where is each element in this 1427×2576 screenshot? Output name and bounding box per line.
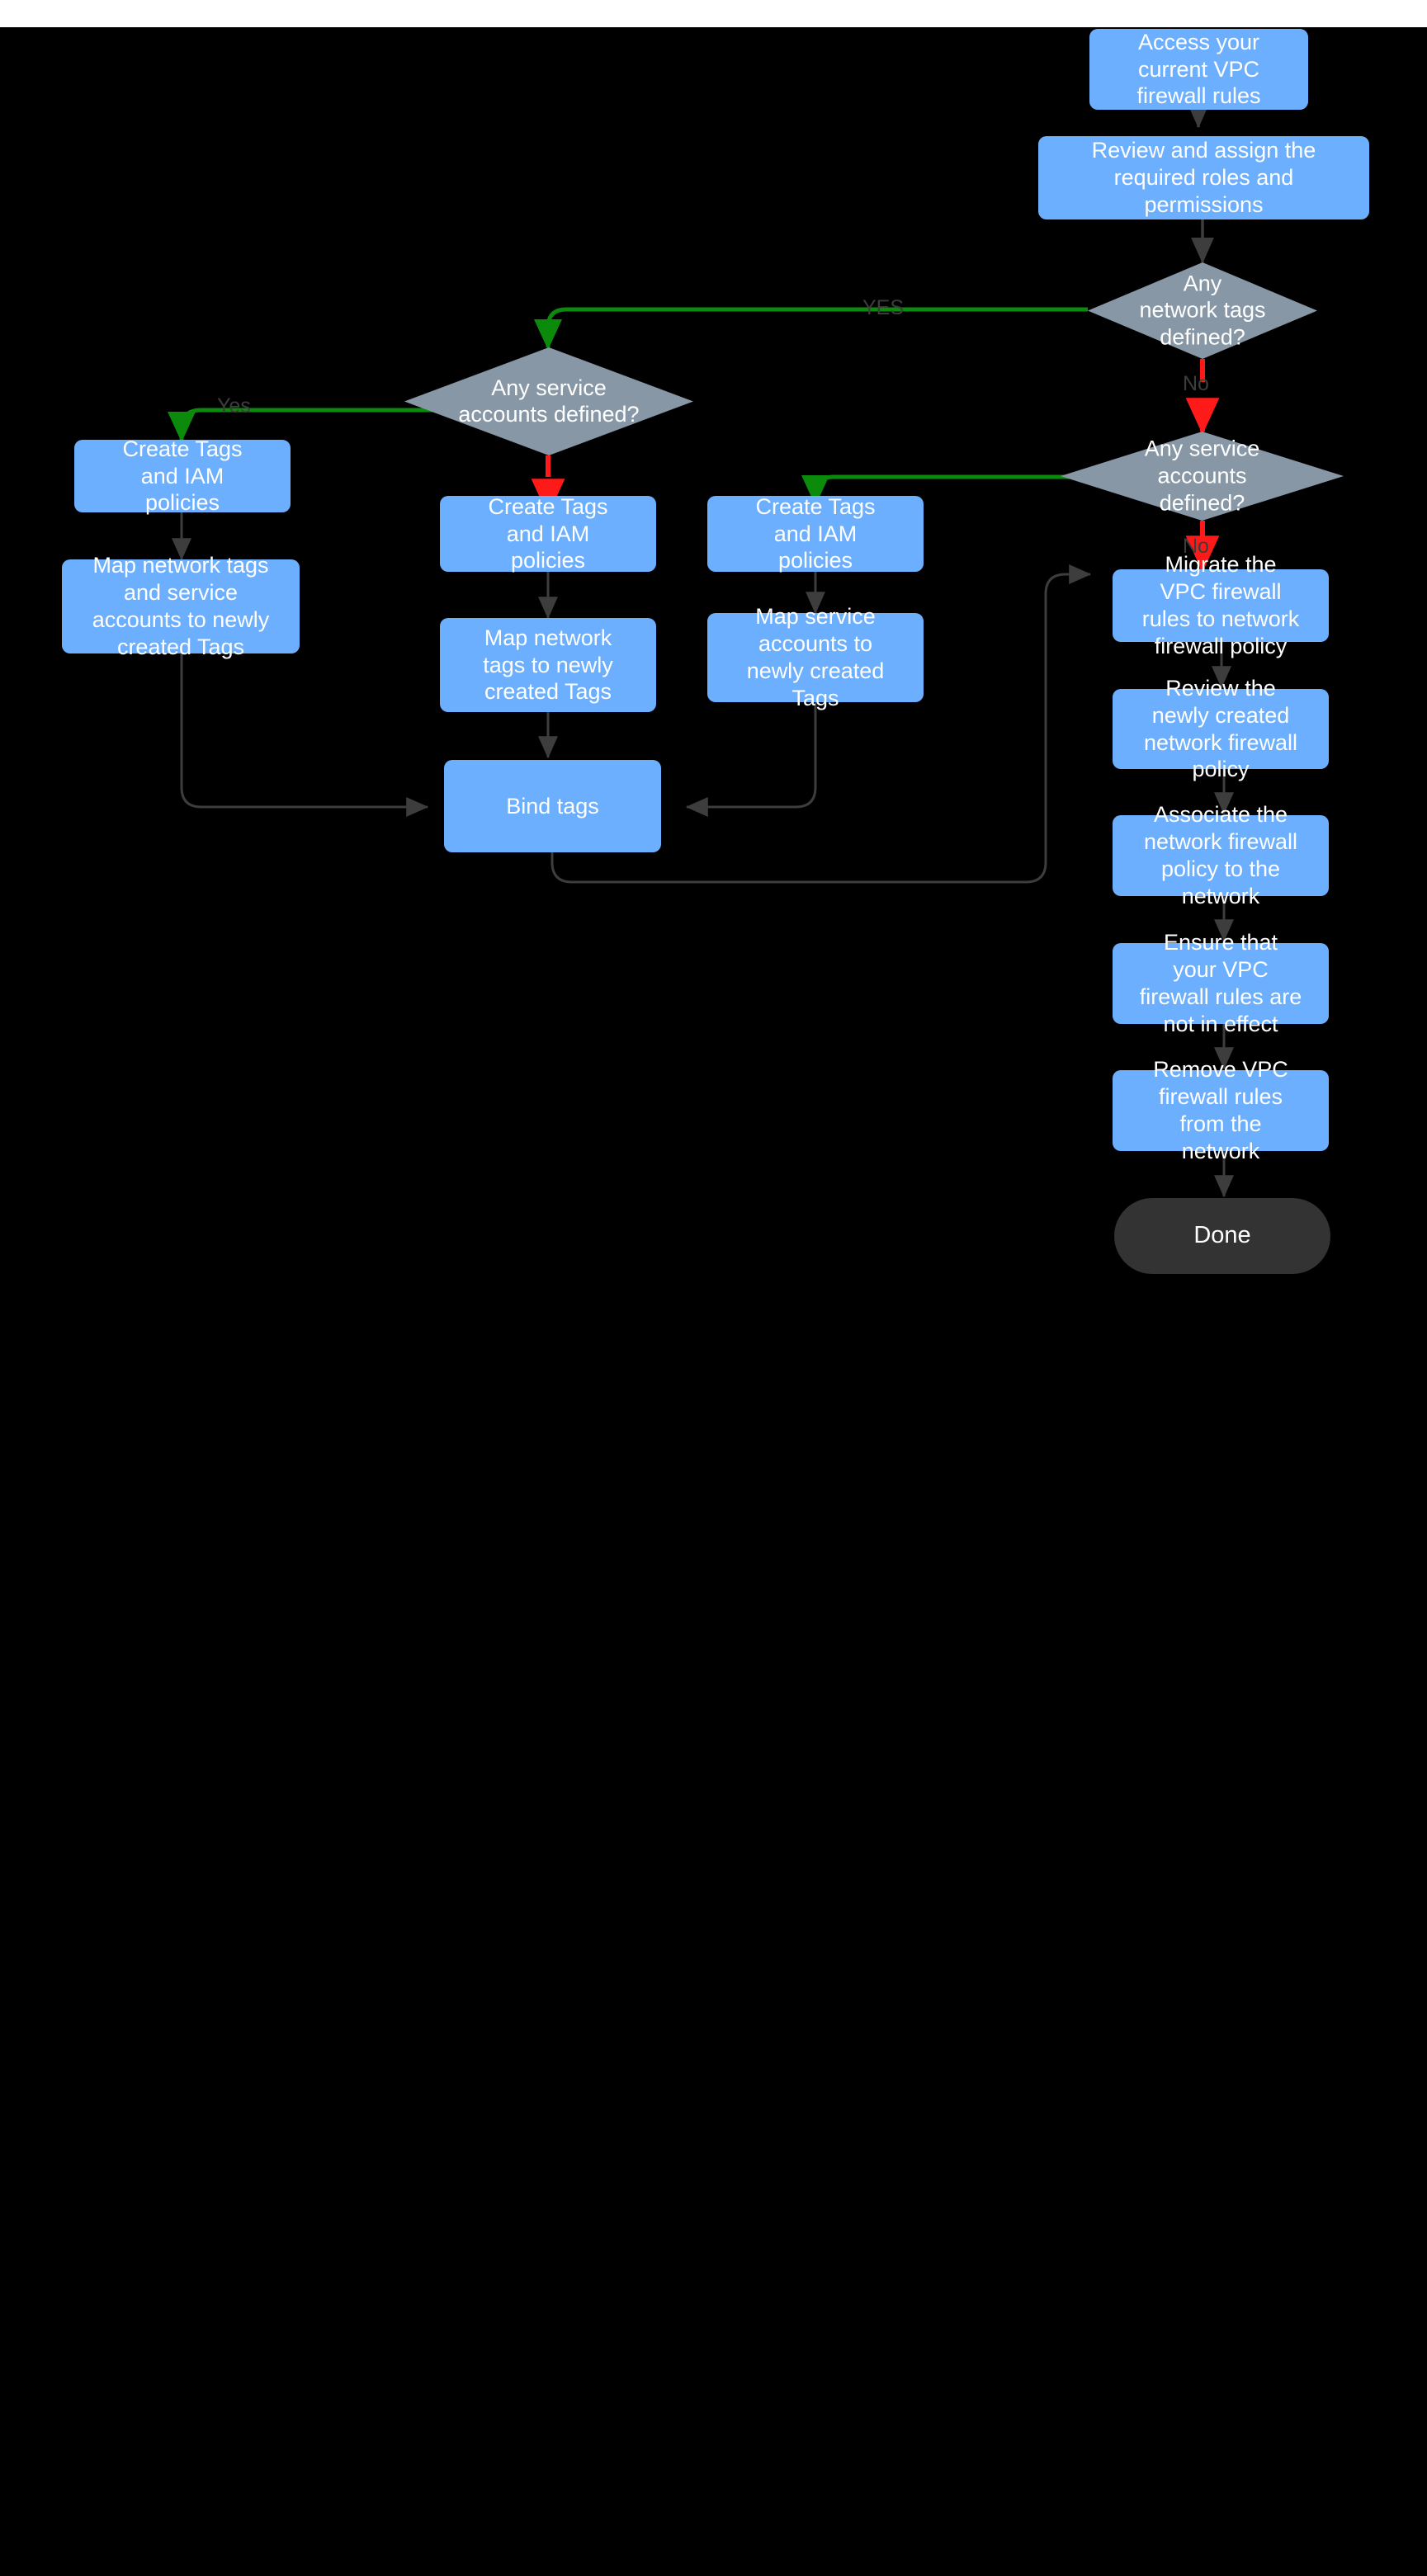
edge-label-no-service-accounts-right: No	[1183, 535, 1209, 558]
node-any-service-accounts-defined-right[interactable]: Any service accounts defined?	[1061, 432, 1344, 521]
edge-bindtags-to-migrate	[550, 564, 1092, 884]
node-map-service-accounts-to-new-tags[interactable]: Map service accounts to newly created Ta…	[707, 604, 924, 710]
node-migrate-vpc-rules-to-policy[interactable]: Migrate the VPC firewall rules to networ…	[1113, 552, 1329, 658]
node-map-network-tags-to-new-tags[interactable]: Map network tags to newly created Tags	[440, 618, 656, 712]
node-label: Any service accounts defined?	[1144, 436, 1260, 516]
edge-label-no-network-tags: No	[1183, 372, 1209, 395]
edge-serviceaccounts2-yes-to-createtags-right	[801, 474, 1078, 506]
node-done[interactable]: Done	[1114, 1198, 1330, 1274]
edge-networktags-yes-to-serviceaccounts	[534, 307, 1088, 350]
edge-mapserviceaccounts-to-bindtags	[685, 702, 817, 817]
node-remove-vpc-rules-from-network[interactable]: Remove VPC firewall rules from the netwo…	[1113, 1057, 1329, 1163]
node-associate-policy-to-network[interactable]: Associate the network firewall policy to…	[1113, 802, 1329, 908]
edge-label-yes-service-accounts-left: Yes	[217, 394, 251, 418]
node-review-new-network-firewall-policy[interactable]: Review the newly created network firewal…	[1113, 676, 1329, 781]
node-ensure-vpc-rules-not-in-effect[interactable]: Ensure that your VPC firewall rules are …	[1113, 930, 1329, 1036]
edge-layer	[168, 101, 1427, 1198]
node-create-tags-iam-policies-right[interactable]: Create Tags and IAM policies	[707, 494, 924, 573]
node-create-tags-iam-policies-left[interactable]: Create Tags and IAM policies	[74, 436, 291, 515]
node-any-network-tags-defined[interactable]: Any network tags defined?	[1088, 262, 1317, 359]
node-access-vpc-firewall-rules[interactable]: Access your current VPC firewall rules	[1089, 29, 1308, 110]
edge-label-yes-network-tags: YES	[862, 296, 905, 319]
flowchart-board: Access your current VPC firewall rules R…	[0, 27, 1427, 2576]
node-create-tags-iam-policies-middle[interactable]: Create Tags and IAM policies	[440, 494, 656, 573]
node-review-assign-roles[interactable]: Review and assign the required roles and…	[1038, 136, 1369, 219]
node-any-service-accounts-defined-left[interactable]: Any service accounts defined?	[404, 347, 693, 455]
edge-map-both-to-bindtags	[180, 653, 429, 817]
node-bind-tags[interactable]: Bind tags	[444, 760, 661, 852]
node-label: Any service accounts defined?	[458, 375, 640, 427]
node-label: Any network tags defined?	[1139, 271, 1266, 350]
edge-serviceaccounts-yes-to-createtags	[168, 408, 555, 442]
node-map-network-tags-and-service-accounts[interactable]: Map network tags and service accounts to…	[62, 553, 300, 659]
